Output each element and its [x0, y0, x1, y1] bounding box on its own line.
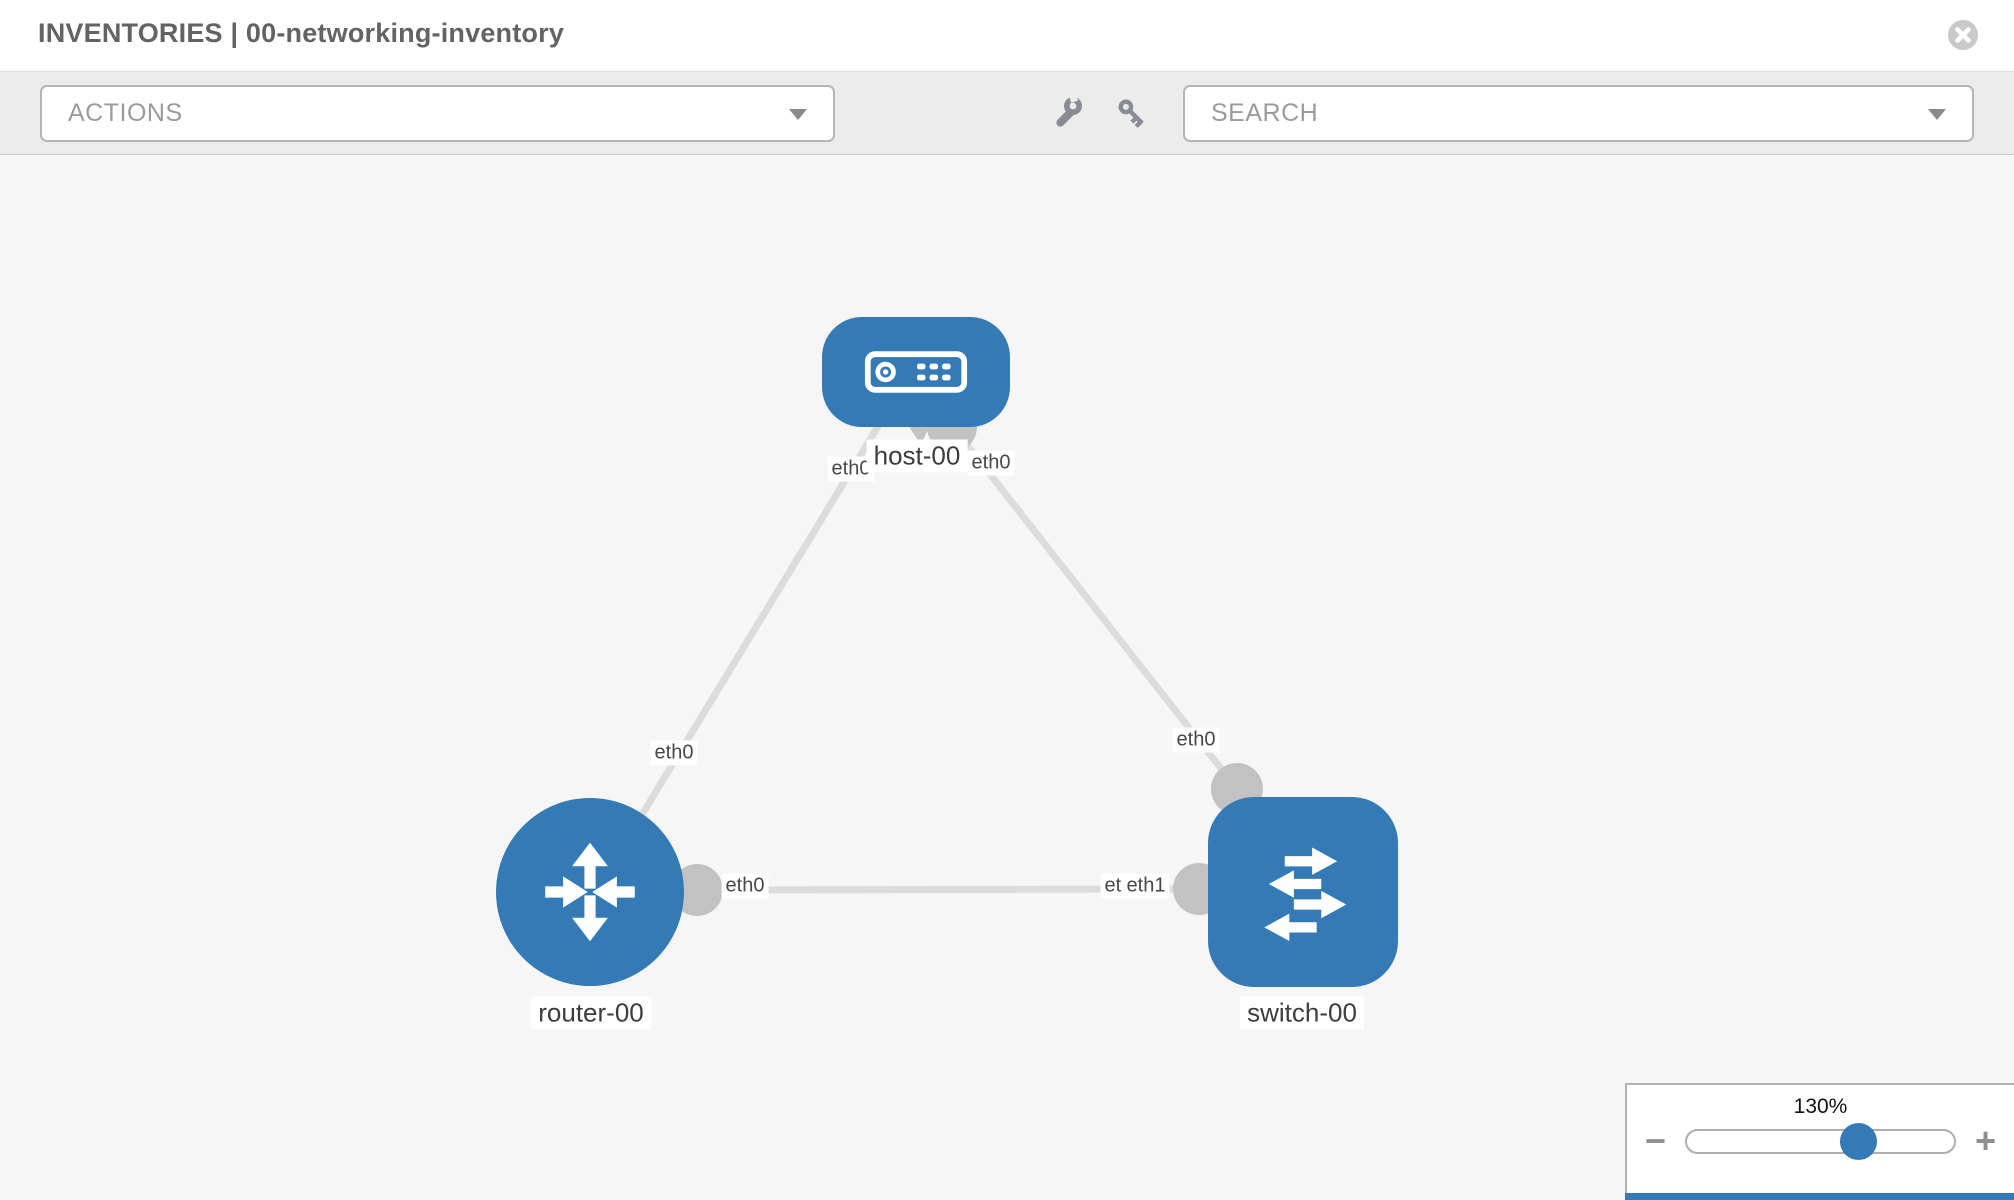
search-dropdown[interactable]: SEARCH [1183, 85, 1974, 142]
switch-arrows-icon [1264, 847, 1347, 942]
node-host-00[interactable] [822, 317, 1010, 427]
interface-label: eth0 [967, 450, 1015, 476]
header-bar: INVENTORIES | 00-networking-inventory [0, 0, 2014, 71]
zoom-slider[interactable] [1685, 1122, 1956, 1160]
host-device-icon [864, 351, 968, 393]
interface-label: eth0 [650, 740, 698, 766]
topology-canvas[interactable]: eth0 eth0 eth0 eth0 eth0 eth0 eth1 host-… [0, 155, 2014, 1200]
caret-down-icon [789, 108, 807, 120]
interface-label: eth0 [721, 873, 769, 899]
node-label-switch: switch-00 [1240, 996, 1364, 1030]
zoom-out-button[interactable]: − [1644, 1120, 1666, 1161]
close-button[interactable] [1948, 20, 1978, 50]
zoom-panel: 130% − + [1625, 1083, 2014, 1200]
node-router-00[interactable] [496, 798, 684, 986]
link-host-switch[interactable] [942, 414, 1240, 792]
zoom-level: 130% [1793, 1095, 1848, 1118]
node-label-host: host-00 [866, 439, 968, 473]
actions-dropdown[interactable]: ACTIONS [40, 85, 835, 142]
node-label-router: router-00 [531, 996, 651, 1030]
toolbar: ACTIONS SEARCH [0, 71, 2014, 155]
page-title: INVENTORIES | 00-networking-inventory [38, 18, 565, 48]
interface-dot [671, 864, 723, 916]
caret-down-icon [1928, 108, 1946, 120]
search-dropdown-label: SEARCH [1211, 99, 1319, 127]
wrench-icon[interactable] [1047, 90, 1085, 133]
interface-label: eth1 [1122, 873, 1170, 899]
close-icon [1955, 27, 1971, 43]
key-icon[interactable] [1114, 95, 1152, 133]
node-switch-00[interactable] [1208, 797, 1398, 987]
bottom-accent-bar [1625, 1193, 2014, 1200]
router-arrows-icon [545, 842, 635, 942]
interface-label: eth0 [1172, 727, 1220, 753]
zoom-in-button[interactable]: + [1975, 1120, 1997, 1161]
zoom-slider-handle[interactable] [1840, 1122, 1877, 1160]
actions-dropdown-label: ACTIONS [68, 99, 183, 127]
